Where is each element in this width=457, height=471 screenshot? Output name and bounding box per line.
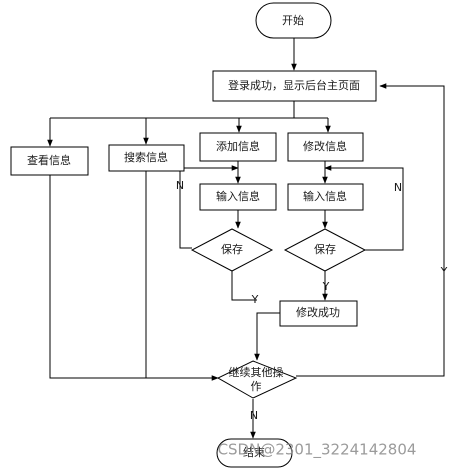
continue-no-label: N [250, 409, 258, 422]
connector-lines [47, 38, 445, 439]
modify-info-label: 修改信息 [303, 139, 347, 153]
edge-add-save-no [179, 165, 239, 249]
edge-view-to-continue [49, 175, 219, 381]
main-page-box [212, 70, 377, 102]
search-info-box [108, 144, 185, 172]
watermark-text: CSDN@2301_3224142804 [218, 441, 417, 460]
view-info-label: 查看信息 [27, 153, 71, 167]
modify-save-decision [283, 228, 367, 272]
add-no-label: N [176, 179, 184, 192]
continue-decision [216, 360, 298, 399]
edge-success-to-continue [254, 312, 280, 361]
add-input-box [199, 183, 277, 211]
main-page-label: 登录成功，显示后台主页面 [228, 78, 360, 92]
start-label: 开始 [282, 13, 304, 27]
add-input-label: 输入信息 [216, 189, 260, 203]
add-save-label: 保存 [221, 242, 243, 256]
modify-input-label: 输入信息 [303, 189, 347, 203]
add-yes-label: Y [251, 293, 259, 306]
edge-continue-yes [296, 83, 445, 377]
add-info-box [199, 132, 277, 162]
continue-label-line1: 继续其他操 [229, 365, 284, 379]
modify-yes-label: Y [322, 280, 330, 293]
edge-modify-save-no [324, 165, 404, 251]
search-info-label: 搜索信息 [124, 150, 168, 164]
add-save-decision [190, 228, 274, 272]
add-info-label: 添加信息 [216, 139, 260, 153]
view-info-box [10, 146, 89, 176]
modify-input-box [287, 183, 364, 211]
modify-save-label: 保存 [314, 242, 336, 256]
continue-label-line2: 作 [251, 380, 262, 393]
modify-success-box [279, 300, 358, 327]
modify-no-label: N [394, 181, 402, 194]
start-terminal [255, 2, 332, 39]
end-terminal [216, 438, 293, 468]
modify-info-box [287, 132, 364, 162]
edge-add-save-yes [231, 266, 257, 301]
end-label: 结束 [243, 446, 265, 459]
continue-yes-label: Y [440, 265, 448, 278]
modify-success-label: 修改成功 [296, 305, 340, 319]
